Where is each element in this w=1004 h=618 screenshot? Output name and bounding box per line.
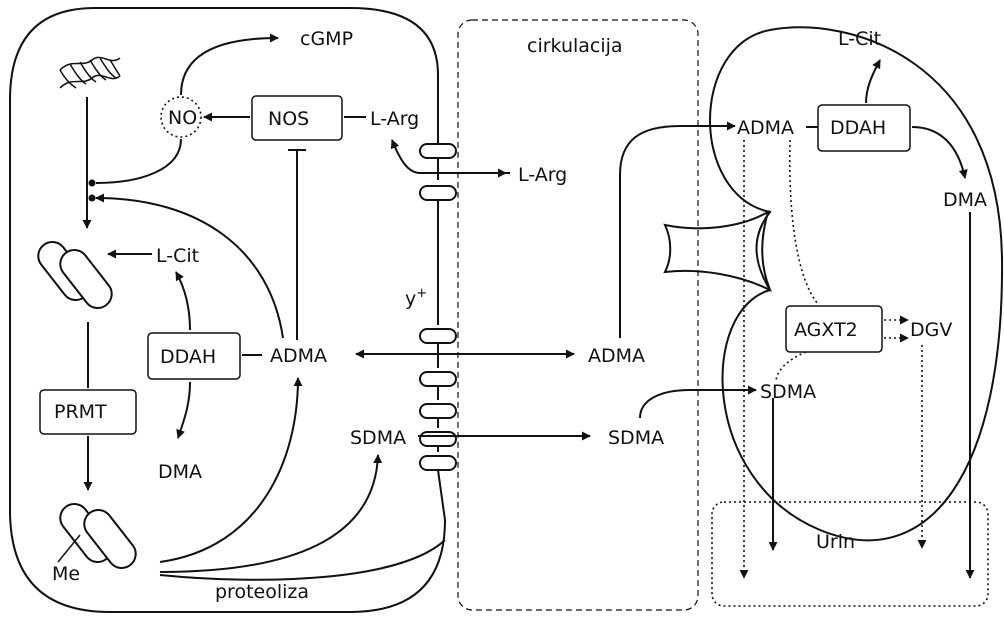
arrow-proteolysis-to-sdma: [159, 454, 383, 573]
dna-helix-icon: [59, 56, 121, 89]
arrow-ddah-to-lcit: [175, 271, 191, 331]
ddah-kidney-label: DDAH: [830, 117, 886, 139]
nos-box: [251, 95, 343, 141]
link-adma-agxt2-dotted: [788, 139, 819, 305]
dgv-label: DGV: [910, 319, 952, 341]
lcit-cell-label: L-Cit: [156, 245, 199, 267]
circulation-compartment: [457, 19, 699, 611]
agxt2-label: AGXT2: [794, 319, 858, 341]
proteoliza-label: proteoliza: [215, 581, 309, 603]
no-label: NO: [168, 107, 197, 129]
yplus-label: y+: [405, 286, 427, 310]
prmt-label: PRMT: [54, 401, 107, 423]
adma-circ-label: ADMA: [588, 345, 645, 367]
agxt2-box: [785, 305, 883, 353]
no-target-dot-2: [88, 194, 96, 202]
kidney-outline: [709, 26, 1004, 542]
adma-kidney-label: ADMA: [737, 117, 794, 139]
ddah-cell-box: [147, 332, 241, 380]
adma-cell-label: ADMA: [270, 345, 327, 367]
arrow-no-to-cgmp: [180, 33, 279, 96]
arrow-no-to-protein: [95, 138, 182, 184]
arrow-ddah-to-dma: [176, 381, 191, 439]
protein-icon-unmethylated: [37, 241, 113, 309]
prmt-box: [39, 389, 137, 435]
lcit-kidney-label: L-Cit: [838, 28, 881, 50]
arrow-adma-to-protein: [95, 193, 284, 339]
arrow-adma-to-kidney: [619, 121, 736, 338]
urin-label: Urin: [816, 531, 855, 553]
larg-cell-label: L-Arg: [370, 108, 419, 130]
arrow-larg-import: [390, 139, 510, 174]
cell-membrane: [9, 7, 446, 613]
protein-icon-methylated: [57, 503, 137, 569]
arrow-ddah-to-dma-kidney: [911, 126, 968, 179]
sdma-circ-label: SDMA: [608, 427, 664, 449]
arrow-proteolysis-to-adma: [159, 377, 303, 563]
larg-circ-label: L-Arg: [518, 164, 567, 186]
nos-label: NOS: [268, 108, 309, 130]
cirkulacija-label: cirkulacija: [527, 35, 623, 57]
arrow-ddah-to-lcit-kidney: [865, 59, 881, 104]
dma-cell-label: DMA: [158, 461, 202, 483]
link-agxt2-sdma-dotted: [775, 351, 807, 383]
no-target-dot-1: [88, 179, 96, 187]
no-circle: [160, 96, 202, 138]
sdma-cell-label: SDMA: [350, 427, 406, 449]
arrow-sdma-to-kidney: [639, 385, 757, 419]
dma-kidney-label: DMA: [943, 189, 987, 211]
proteolysis-line: [159, 539, 446, 581]
sdma-kidney-label: SDMA: [760, 381, 816, 403]
ddah-cell-label: DDAH: [160, 346, 216, 368]
me-label: Me: [52, 563, 80, 585]
urine-compartment: [711, 501, 989, 607]
membrane-transporters: [419, 143, 457, 521]
cgmp-label: cGMP: [300, 28, 353, 50]
ureter-shape: [663, 209, 772, 293]
